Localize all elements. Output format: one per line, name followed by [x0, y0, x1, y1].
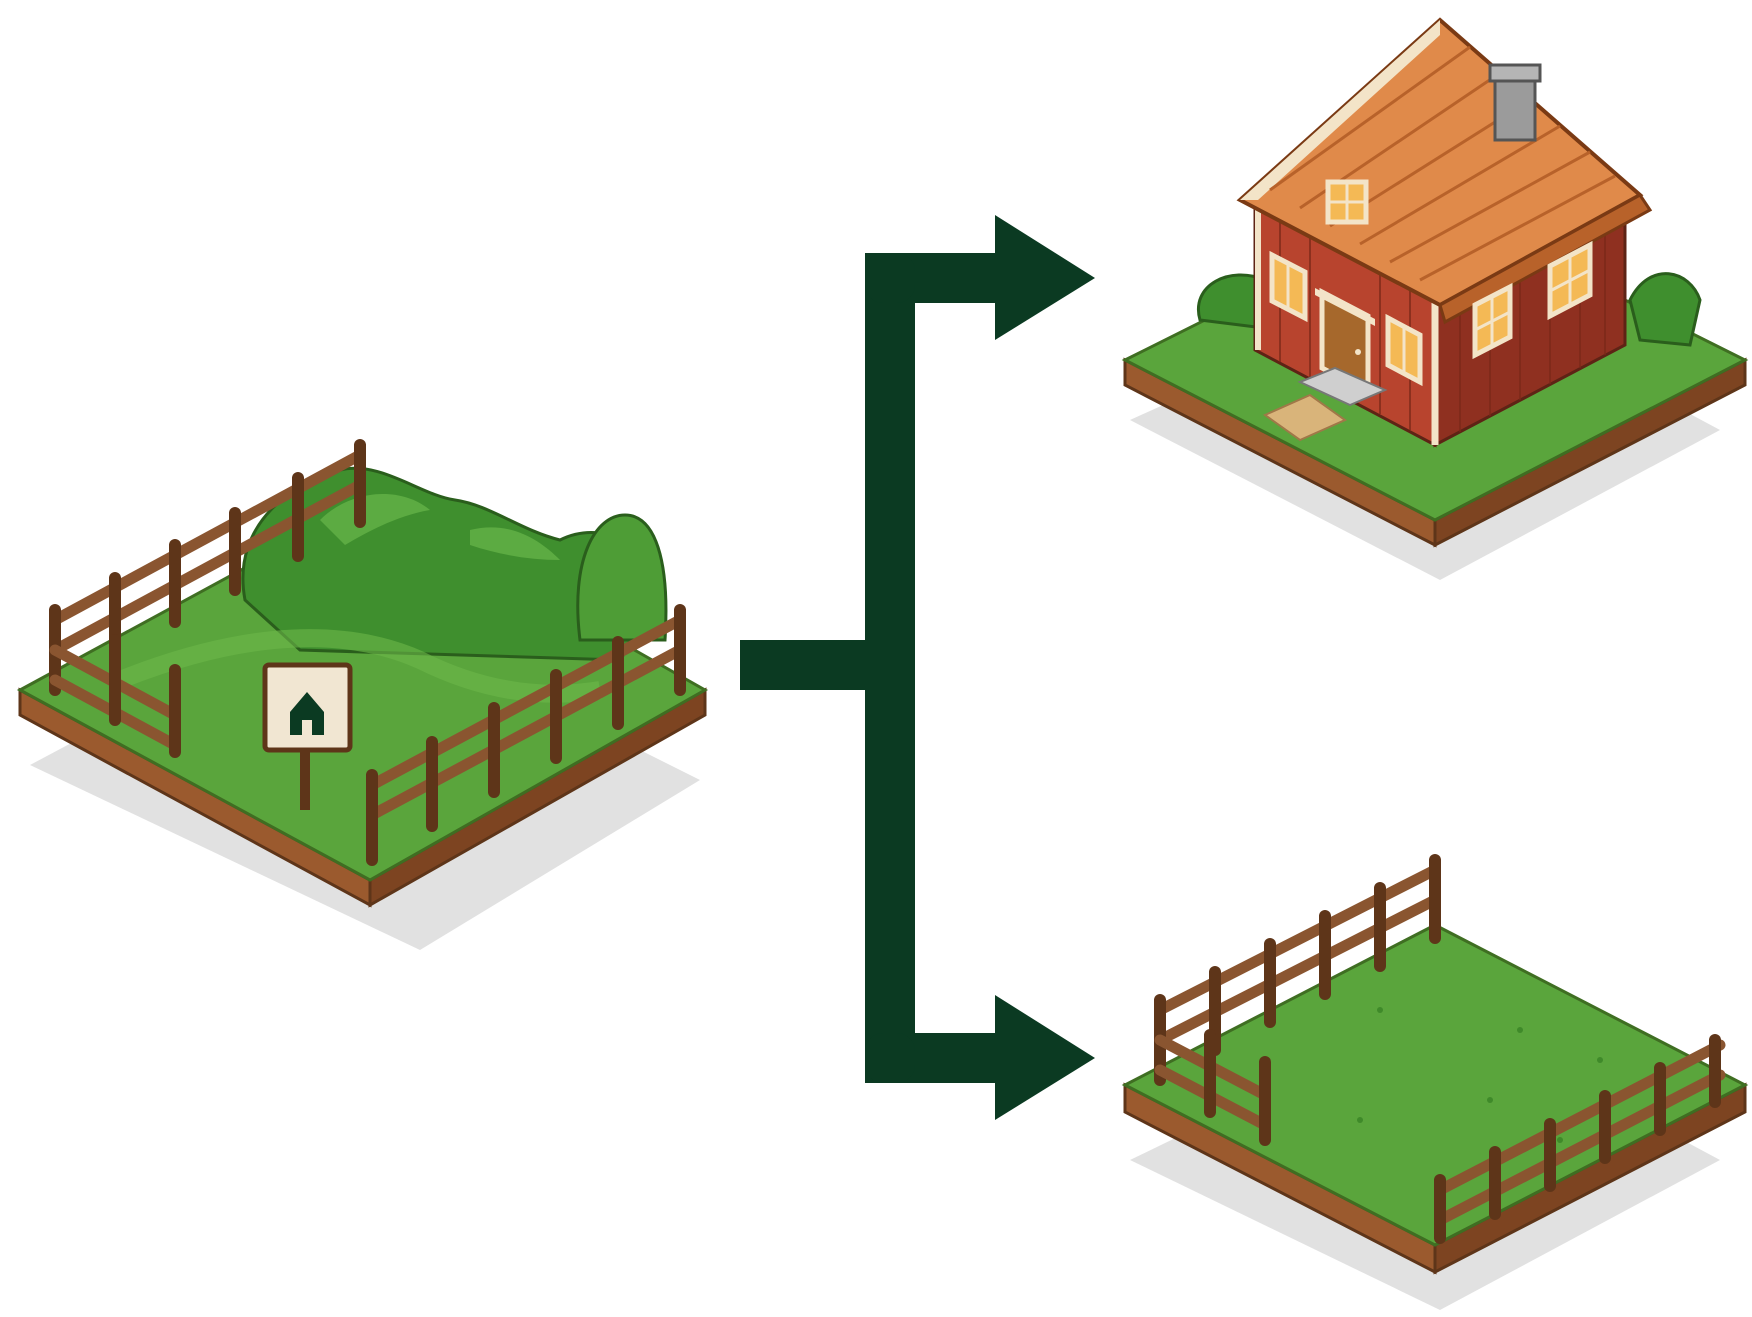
house-tile — [1125, 20, 1745, 580]
source-tile — [20, 445, 705, 950]
arrow-head-upper — [995, 215, 1095, 340]
branch-arrow — [740, 215, 1095, 1120]
arrow-head-lower — [995, 995, 1095, 1120]
empty-lot-tile — [1125, 860, 1745, 1310]
chimney-icon — [1490, 65, 1540, 140]
window-icon — [1328, 182, 1366, 222]
